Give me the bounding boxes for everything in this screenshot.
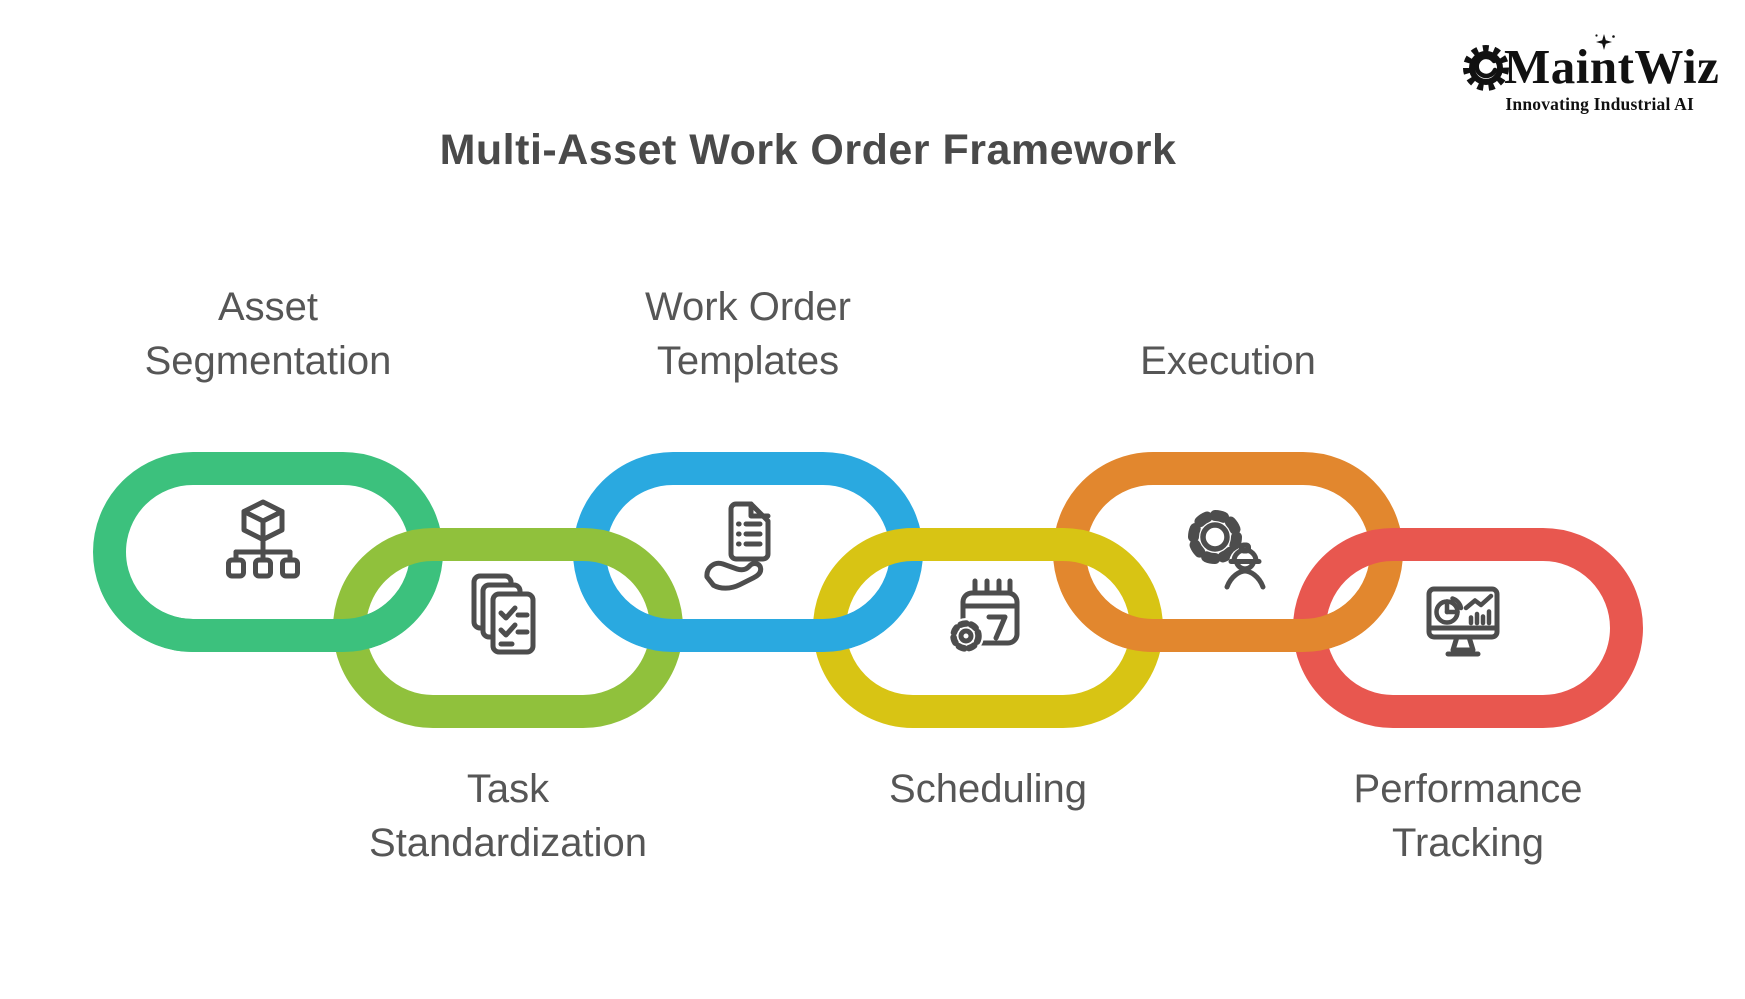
checklist-documents-icon — [471, 573, 536, 655]
chain-ring-execution-weave — [1060, 590, 1396, 652]
label-performance-tracking: Performance Tracking — [1353, 767, 1583, 865]
logo-wordmark: MaintWiz — [1504, 39, 1720, 94]
logo-row: MaintWiz — [1462, 34, 1719, 94]
chain-ring-asset-segmentation-weave — [100, 590, 436, 652]
label-task-standardization: Task Standardization — [369, 767, 647, 865]
hand-document-icon — [704, 501, 771, 591]
logo-tagline: Innovating Industrial AI — [1505, 94, 1694, 114]
maintwiz-logo: MaintWiz Innovating Industrial AI — [1462, 34, 1719, 115]
gear-worker-icon — [1188, 510, 1266, 590]
chain-ring-work-order-templates-weave — [580, 590, 916, 652]
label-work-order-templates: Work Order Templates — [645, 285, 851, 383]
page-title: Multi-Asset Work Order Framework — [439, 126, 1177, 174]
calendar-gear-icon — [948, 578, 1020, 654]
hierarchy-cube-icon — [226, 499, 300, 579]
gear-logo-icon — [1463, 45, 1509, 91]
sparkle-icon — [1595, 34, 1615, 50]
label-asset-segmentation: Asset Segmentation — [144, 285, 392, 383]
monitor-analytics-icon — [1426, 586, 1500, 657]
label-scheduling: Scheduling — [889, 767, 1087, 811]
label-execution: Execution — [1140, 339, 1316, 383]
